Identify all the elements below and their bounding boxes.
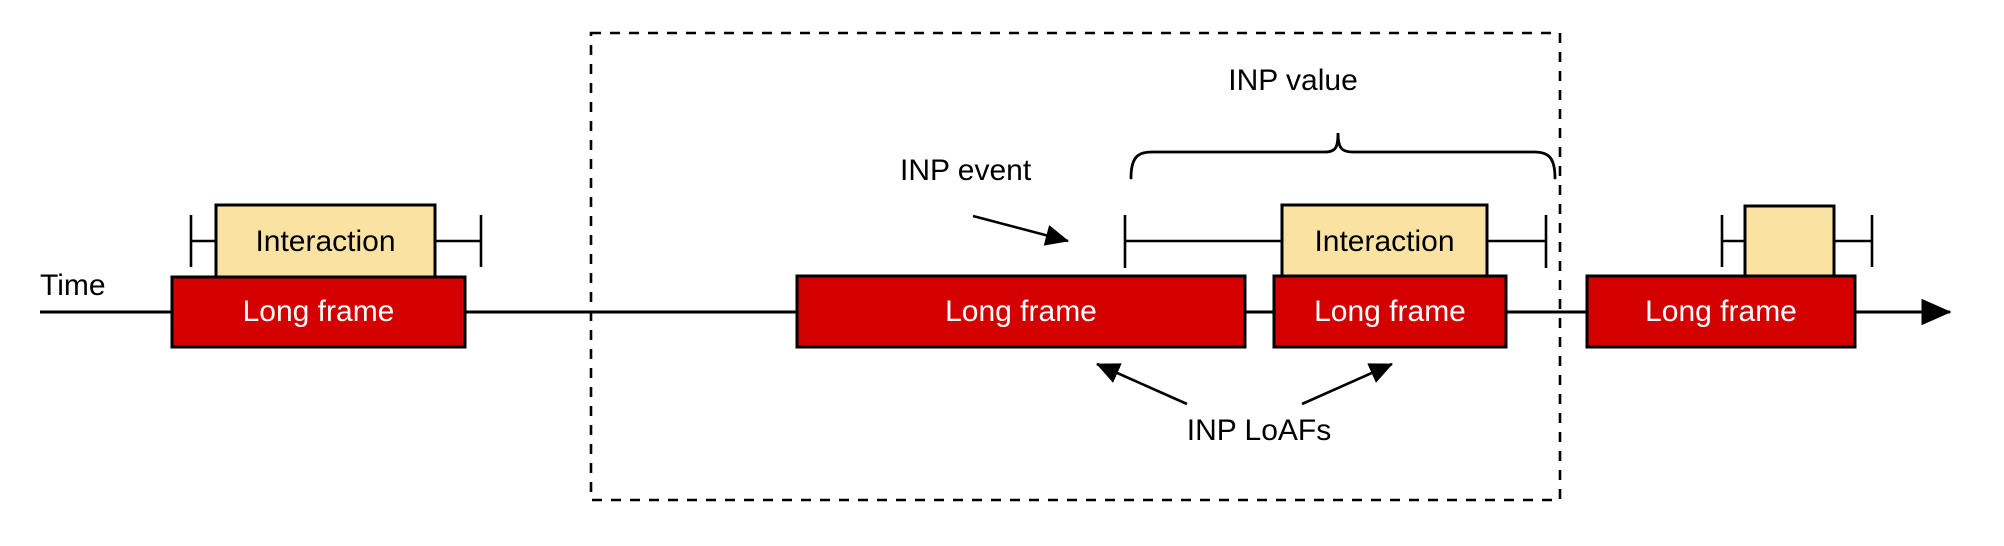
interaction-3-box bbox=[1743, 204, 1836, 278]
inp-value-annotation: INP value bbox=[1129, 64, 1557, 180]
long-frame-1-label: Long frame bbox=[243, 295, 395, 328]
timeline-group-2: Long frame bbox=[795, 274, 1247, 349]
inp-loafs-arrow-right bbox=[1301, 362, 1393, 406]
long-frame-2-label: Long frame bbox=[945, 295, 1097, 328]
long-frame-3-label: Long frame bbox=[1314, 295, 1466, 328]
timeline-group-4: Long frame bbox=[1585, 204, 1874, 349]
inp-value-brace bbox=[1129, 132, 1557, 180]
inp-highlight-region bbox=[589, 31, 1562, 502]
long-frame-4-box bbox=[1585, 274, 1857, 349]
interaction-2-label: Interaction bbox=[1314, 225, 1454, 258]
inp-event-label: INP event bbox=[900, 154, 1032, 187]
timeline-group-3: Interaction Long frame bbox=[1123, 203, 1548, 349]
long-frame-3-box bbox=[1272, 274, 1508, 349]
long-frame-4-label: Long frame bbox=[1645, 295, 1797, 328]
long-frame-2-box bbox=[795, 274, 1247, 349]
inp-loafs-label: INP LoAFs bbox=[1187, 414, 1332, 447]
inp-value-label: INP value bbox=[1228, 64, 1358, 97]
inp-loafs-annotation: INP LoAFs bbox=[1096, 362, 1393, 447]
inp-event-annotation: INP event bbox=[900, 154, 1070, 246]
interaction-2-box bbox=[1280, 203, 1489, 278]
interaction-1-label: Interaction bbox=[255, 225, 395, 258]
timeline-group-1: Interaction Long frame bbox=[170, 203, 483, 349]
inp-event-arrow bbox=[972, 214, 1070, 246]
inp-loafs-arrow-left bbox=[1096, 362, 1188, 406]
long-frame-1-box bbox=[170, 275, 467, 349]
time-axis-label: Time bbox=[40, 269, 106, 302]
